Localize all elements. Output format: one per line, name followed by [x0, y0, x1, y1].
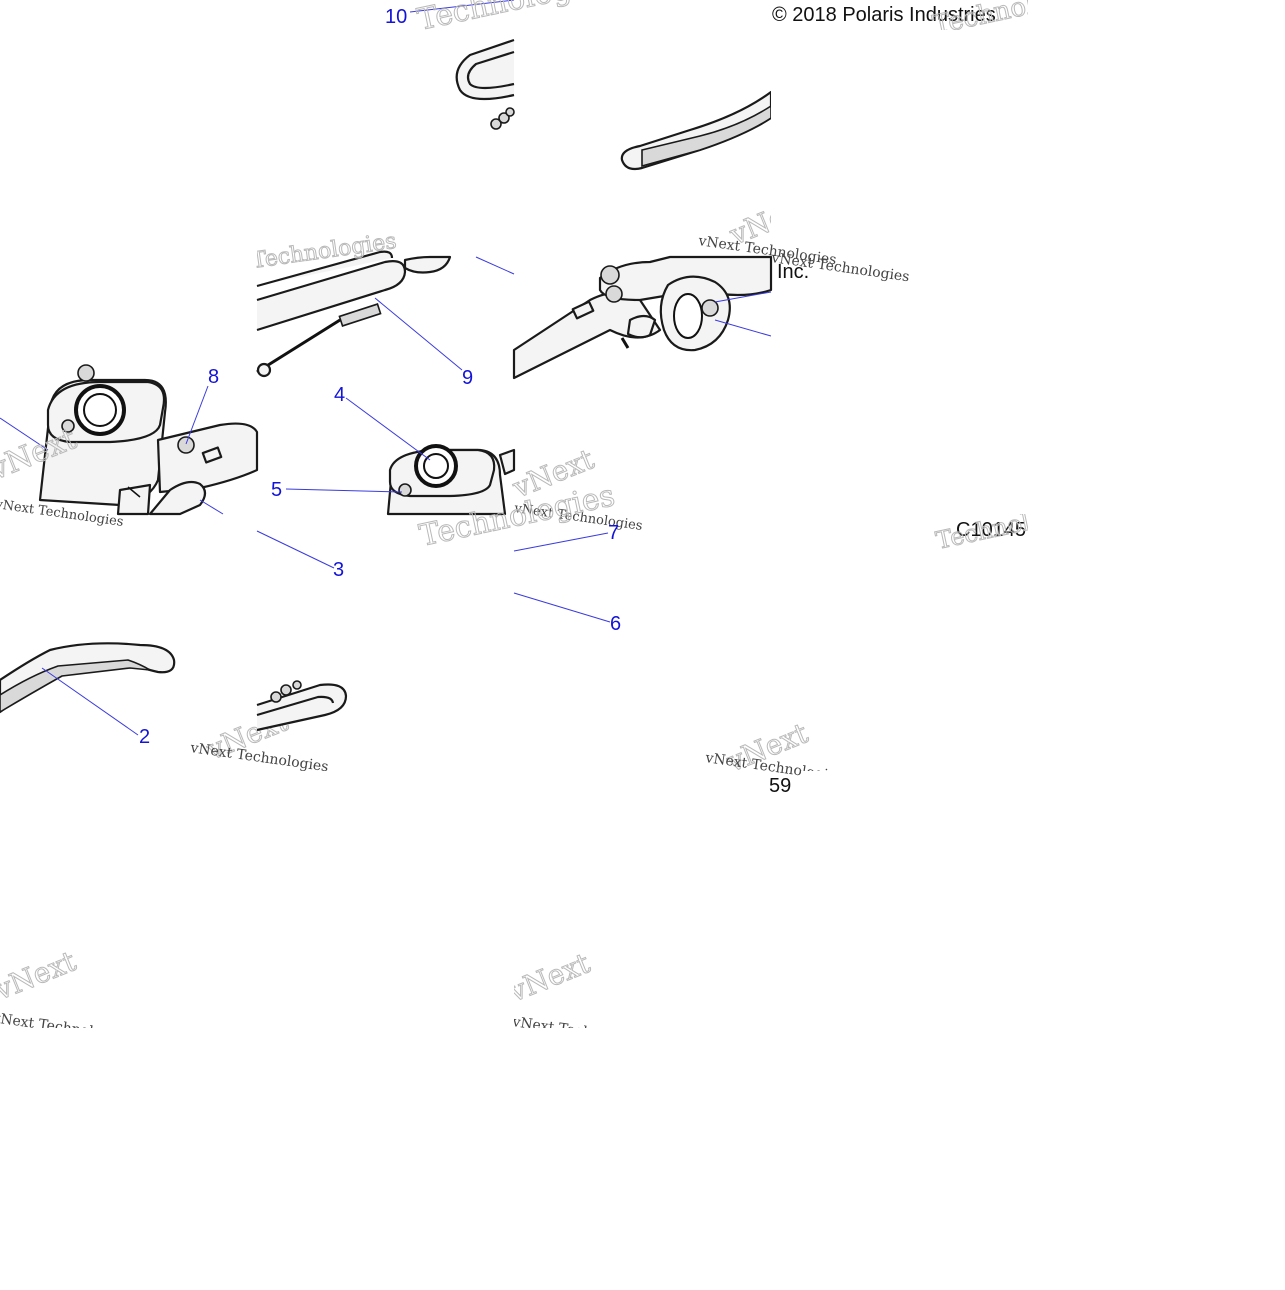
callout-4: 4: [334, 384, 431, 461]
brake-line-upper: [455, 38, 515, 130]
brake-line-lower: [256, 680, 348, 732]
brake-line-center: [256, 250, 452, 378]
watermark: Technologies: [414, 0, 615, 38]
svg-text:2: 2: [139, 726, 150, 748]
blank-tile: [771, 30, 1028, 230]
watermark: vNext: [503, 946, 595, 1009]
leader-line: [0, 417, 49, 451]
blank-tile: [771, 300, 1028, 514]
callout-8: 8: [185, 366, 219, 445]
brake-lever-clamp: [512, 255, 773, 380]
blank-tile: [801, 771, 1028, 1028]
brake-lever-lower: [0, 642, 176, 714]
blank-tile: [0, 0, 257, 257]
leader-line: [475, 256, 515, 275]
callout-9: 9: [374, 297, 473, 389]
blank-area: [0, 1028, 1285, 1285]
page-number-fragment: 59: [769, 775, 791, 797]
watermark: vNext: [0, 944, 81, 1007]
blank-tile: [257, 771, 514, 1028]
callout-7: 7: [513, 522, 619, 552]
copyright-text: © 2018 Polaris Industries: [772, 4, 996, 26]
svg-text:3: 3: [333, 559, 344, 581]
callout-10: 10: [385, 0, 515, 28]
callout-6: 6: [513, 592, 621, 635]
leader-line: [199, 499, 224, 515]
svg-text:6: 6: [610, 613, 621, 635]
leader-line: [714, 291, 772, 303]
master-cylinder-left: [38, 364, 259, 516]
svg-text:10: 10: [385, 6, 407, 28]
callout-5: 5: [271, 479, 403, 501]
master-cylinder-center: [386, 444, 516, 516]
svg-text:7: 7: [608, 522, 619, 544]
svg-text:5: 5: [271, 479, 282, 501]
callout-2: 2: [41, 667, 150, 748]
svg-text:8: 8: [208, 366, 219, 388]
brake-lever-upper: [620, 90, 773, 171]
svg-text:4: 4: [334, 384, 345, 406]
diagram-code: C10145: [956, 519, 1026, 541]
callout-3: 3: [256, 530, 344, 581]
svg-text:9: 9: [462, 367, 473, 389]
copyright-suffix: Inc.: [777, 261, 809, 283]
leader-line: [714, 319, 772, 337]
